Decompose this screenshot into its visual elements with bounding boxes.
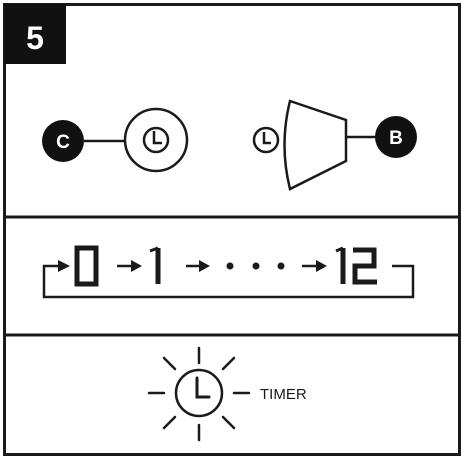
timer-label: TIMER bbox=[260, 386, 307, 403]
badge-b-label: B bbox=[389, 128, 403, 149]
ellipsis-dots bbox=[226, 262, 285, 270]
step-tab: 5 bbox=[4, 4, 66, 64]
arrowhead-3 bbox=[316, 260, 327, 272]
badge-b: B bbox=[375, 116, 417, 158]
arrowhead-1 bbox=[131, 260, 142, 272]
diagram-frame bbox=[3, 3, 461, 456]
speaker-horn-icon bbox=[283, 99, 348, 191]
small-clock-icon bbox=[252, 126, 280, 154]
flashing-clock-icon bbox=[147, 346, 251, 442]
loop-arrowhead bbox=[58, 260, 70, 272]
top-panel: C B bbox=[42, 99, 417, 191]
segment-number-12 bbox=[335, 246, 377, 285]
badge-c-label: C bbox=[56, 132, 70, 153]
segment-digit-1 bbox=[149, 246, 161, 284]
arrowhead-2 bbox=[199, 260, 210, 272]
step-number: 5 bbox=[26, 20, 44, 56]
large-clock-icon bbox=[123, 107, 189, 173]
segment-digit-0 bbox=[74, 245, 99, 287]
bottom-panel: TIMER bbox=[147, 346, 307, 442]
badge-c: C bbox=[42, 120, 84, 162]
middle-panel: 0 1 • • • 12 bbox=[42, 245, 415, 299]
loop-back-line bbox=[42, 264, 415, 299]
